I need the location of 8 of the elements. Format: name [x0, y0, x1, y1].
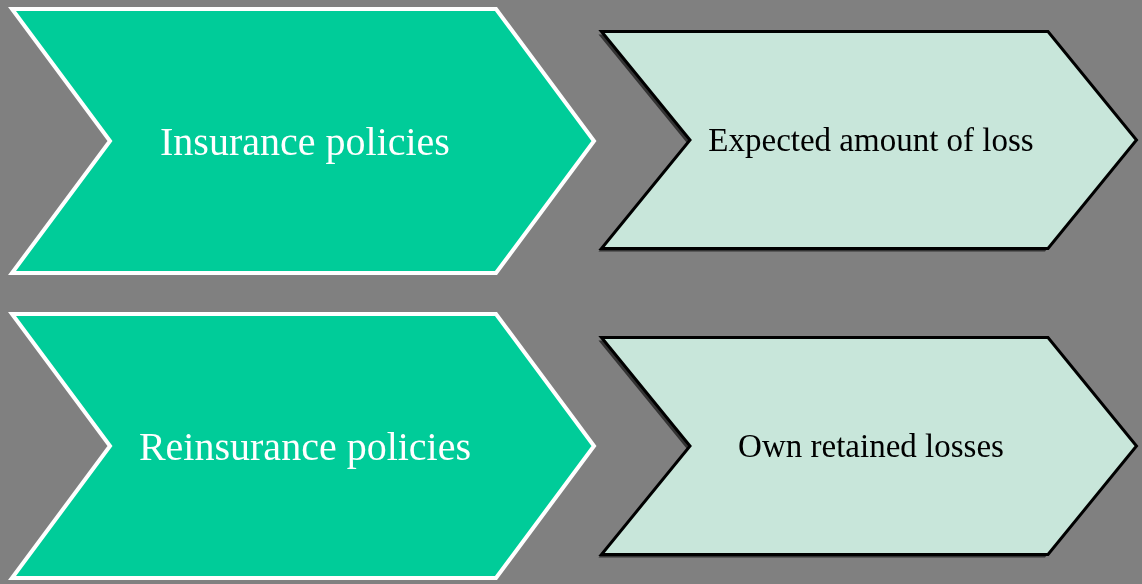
chevron-label: Expected amount of loss [708, 121, 1034, 159]
chevron-label: Insurance policies [160, 117, 450, 165]
process-step [600, 30, 1138, 250]
process-step [10, 312, 596, 580]
chevron-label: Own retained losses [738, 427, 1004, 465]
process-step [600, 336, 1138, 556]
chevron-label: Reinsurance policies [138, 422, 472, 470]
process-step [10, 7, 596, 275]
